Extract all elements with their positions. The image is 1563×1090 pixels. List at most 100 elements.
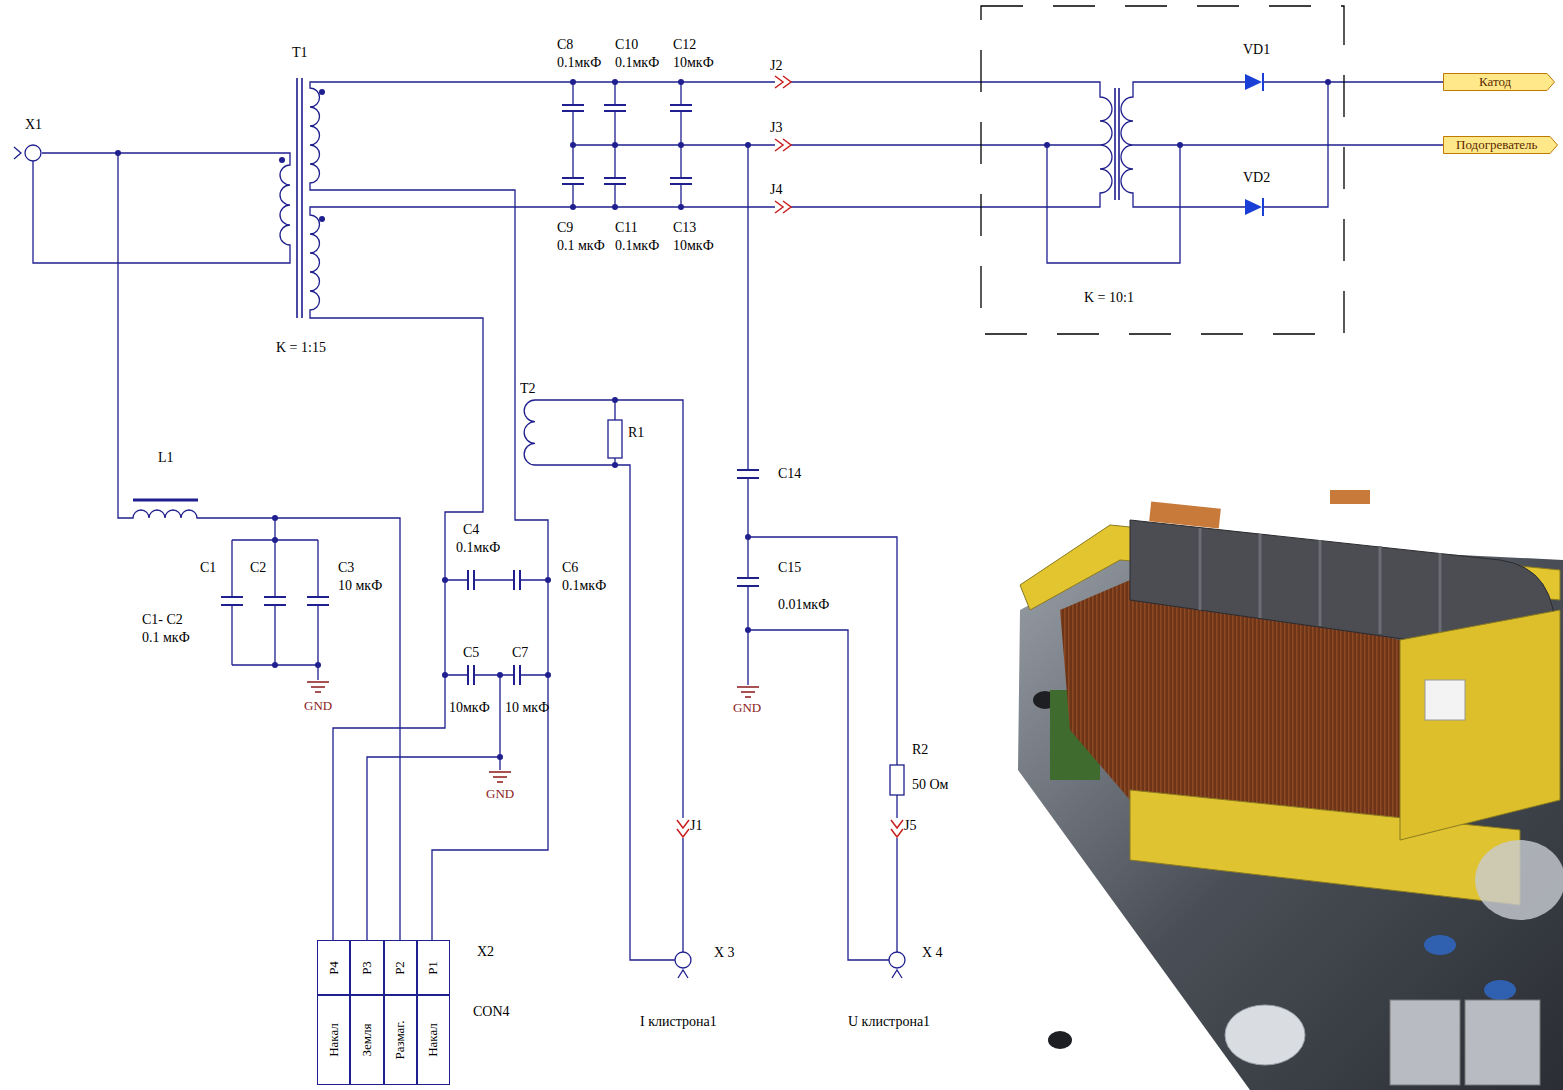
junction-dot: [570, 79, 576, 85]
polarity-dot: [319, 89, 325, 95]
junction-dot: [272, 515, 278, 521]
component-label: J1: [690, 818, 702, 834]
junction-dot: [115, 150, 121, 156]
junction-dot: [612, 142, 618, 148]
connector-cell: Накал: [417, 995, 450, 1085]
junction-dot: [442, 577, 448, 583]
component-label: J4: [770, 182, 782, 198]
junction-dot: [315, 662, 321, 668]
primary-wire: [33, 153, 290, 263]
polarity-dot: [319, 216, 325, 222]
junction-dot: [570, 142, 576, 148]
c1-c3-wires: [232, 518, 318, 680]
blue-capacitor: [1424, 935, 1456, 955]
j2-wire: [318, 81, 775, 82]
component-label: J3: [770, 120, 782, 136]
component-label: C4: [463, 522, 479, 538]
component-label: C3: [338, 560, 354, 576]
component-label: X 4: [922, 945, 943, 961]
connector-cell: P3: [350, 940, 383, 995]
component-label: 0.1мкФ: [557, 55, 601, 71]
junction-dot: [678, 204, 684, 210]
diode-symbol: [1262, 73, 1264, 216]
transformer-photo: [1018, 490, 1563, 1090]
component-label: C9: [557, 220, 573, 236]
connector-cell: P4: [317, 940, 350, 995]
node-text: P3: [359, 961, 375, 975]
node-text: X2: [477, 944, 494, 960]
component-label: 0.1мкФ: [456, 540, 500, 556]
voltage-divider-wire: [748, 145, 897, 960]
component-label: C11: [615, 220, 638, 236]
junction-dot: [612, 79, 618, 85]
component-label: R1: [628, 425, 644, 441]
blue-capacitor: [1484, 980, 1516, 1000]
dashed-outline: [980, 5, 1345, 335]
copper-terminal: [1149, 501, 1221, 528]
component-label: 0.1 мкФ: [557, 238, 605, 254]
terminal-block: [1425, 680, 1465, 720]
glass-insulator: [1225, 1005, 1305, 1065]
secondary-wire: [310, 82, 548, 940]
ground-label: GND: [486, 786, 514, 802]
copper-terminal: [1330, 490, 1370, 504]
junction-dot: [612, 462, 618, 468]
component-label: 10мкФ: [673, 55, 714, 71]
component-label: C2: [250, 560, 266, 576]
junction-dot: [612, 397, 618, 403]
component-label: C12: [673, 37, 696, 53]
filter-wires: [573, 82, 775, 207]
capacitor-block: [1465, 1000, 1540, 1085]
junction-dot: [612, 204, 618, 210]
coax-connector: [14, 147, 21, 159]
component-label: C1- C2: [142, 612, 183, 628]
node-text: Катод: [1479, 74, 1511, 90]
ground-symbol: [307, 682, 759, 782]
component-label: 10мкФ: [449, 700, 490, 716]
node-text: Подогреватель: [1456, 137, 1538, 153]
component-label: X 3: [714, 945, 735, 961]
node-text: P1: [425, 961, 441, 975]
transformer-core: [297, 78, 1119, 318]
component-label: C10: [615, 37, 638, 53]
component-label: J5: [904, 818, 916, 834]
node-text: P4: [326, 961, 342, 975]
diode-symbol: [1245, 74, 1262, 215]
junction-dot: [1177, 142, 1183, 148]
component-label: VD1: [1243, 42, 1270, 58]
junction-dot: [570, 204, 576, 210]
dashed-module: K = 10:1: [980, 5, 1345, 335]
component-label: C6: [562, 560, 578, 576]
node-text: K = 10:1: [1084, 290, 1134, 306]
component-label: I клистрона1: [640, 1014, 717, 1030]
connector-cell: Накал: [317, 995, 350, 1085]
junction-dot: [1325, 79, 1331, 85]
component-label: VD2: [1243, 170, 1270, 186]
output-wire: [683, 838, 897, 952]
junction-dot: [497, 672, 503, 678]
connector-cell: Размаг.: [384, 995, 417, 1085]
eyebolt: [1048, 1031, 1072, 1049]
junction-dot: [745, 142, 751, 148]
component-label: C14: [778, 466, 801, 482]
component-label: C13: [673, 220, 696, 236]
junction-dot: [545, 577, 551, 583]
component-label: 10мкФ: [673, 238, 714, 254]
component-label: J2: [770, 58, 782, 74]
wires: [33, 82, 1443, 960]
connector-cell: P1: [417, 940, 450, 995]
coax-connector: [675, 952, 691, 968]
component-label: T1: [292, 45, 308, 61]
filter-wires: [367, 580, 548, 940]
component-label: R2: [912, 742, 928, 758]
component-label: C5: [463, 645, 479, 661]
component-label: C7: [512, 645, 528, 661]
glass-bulb: [1475, 840, 1563, 920]
ground-label: GND: [733, 700, 761, 716]
flag-outline: [1444, 74, 1555, 91]
capacitor-symbol: [221, 105, 759, 685]
resistor-symbol: [890, 765, 904, 795]
junction-dot: [1044, 142, 1050, 148]
inductor-core: [133, 499, 198, 502]
